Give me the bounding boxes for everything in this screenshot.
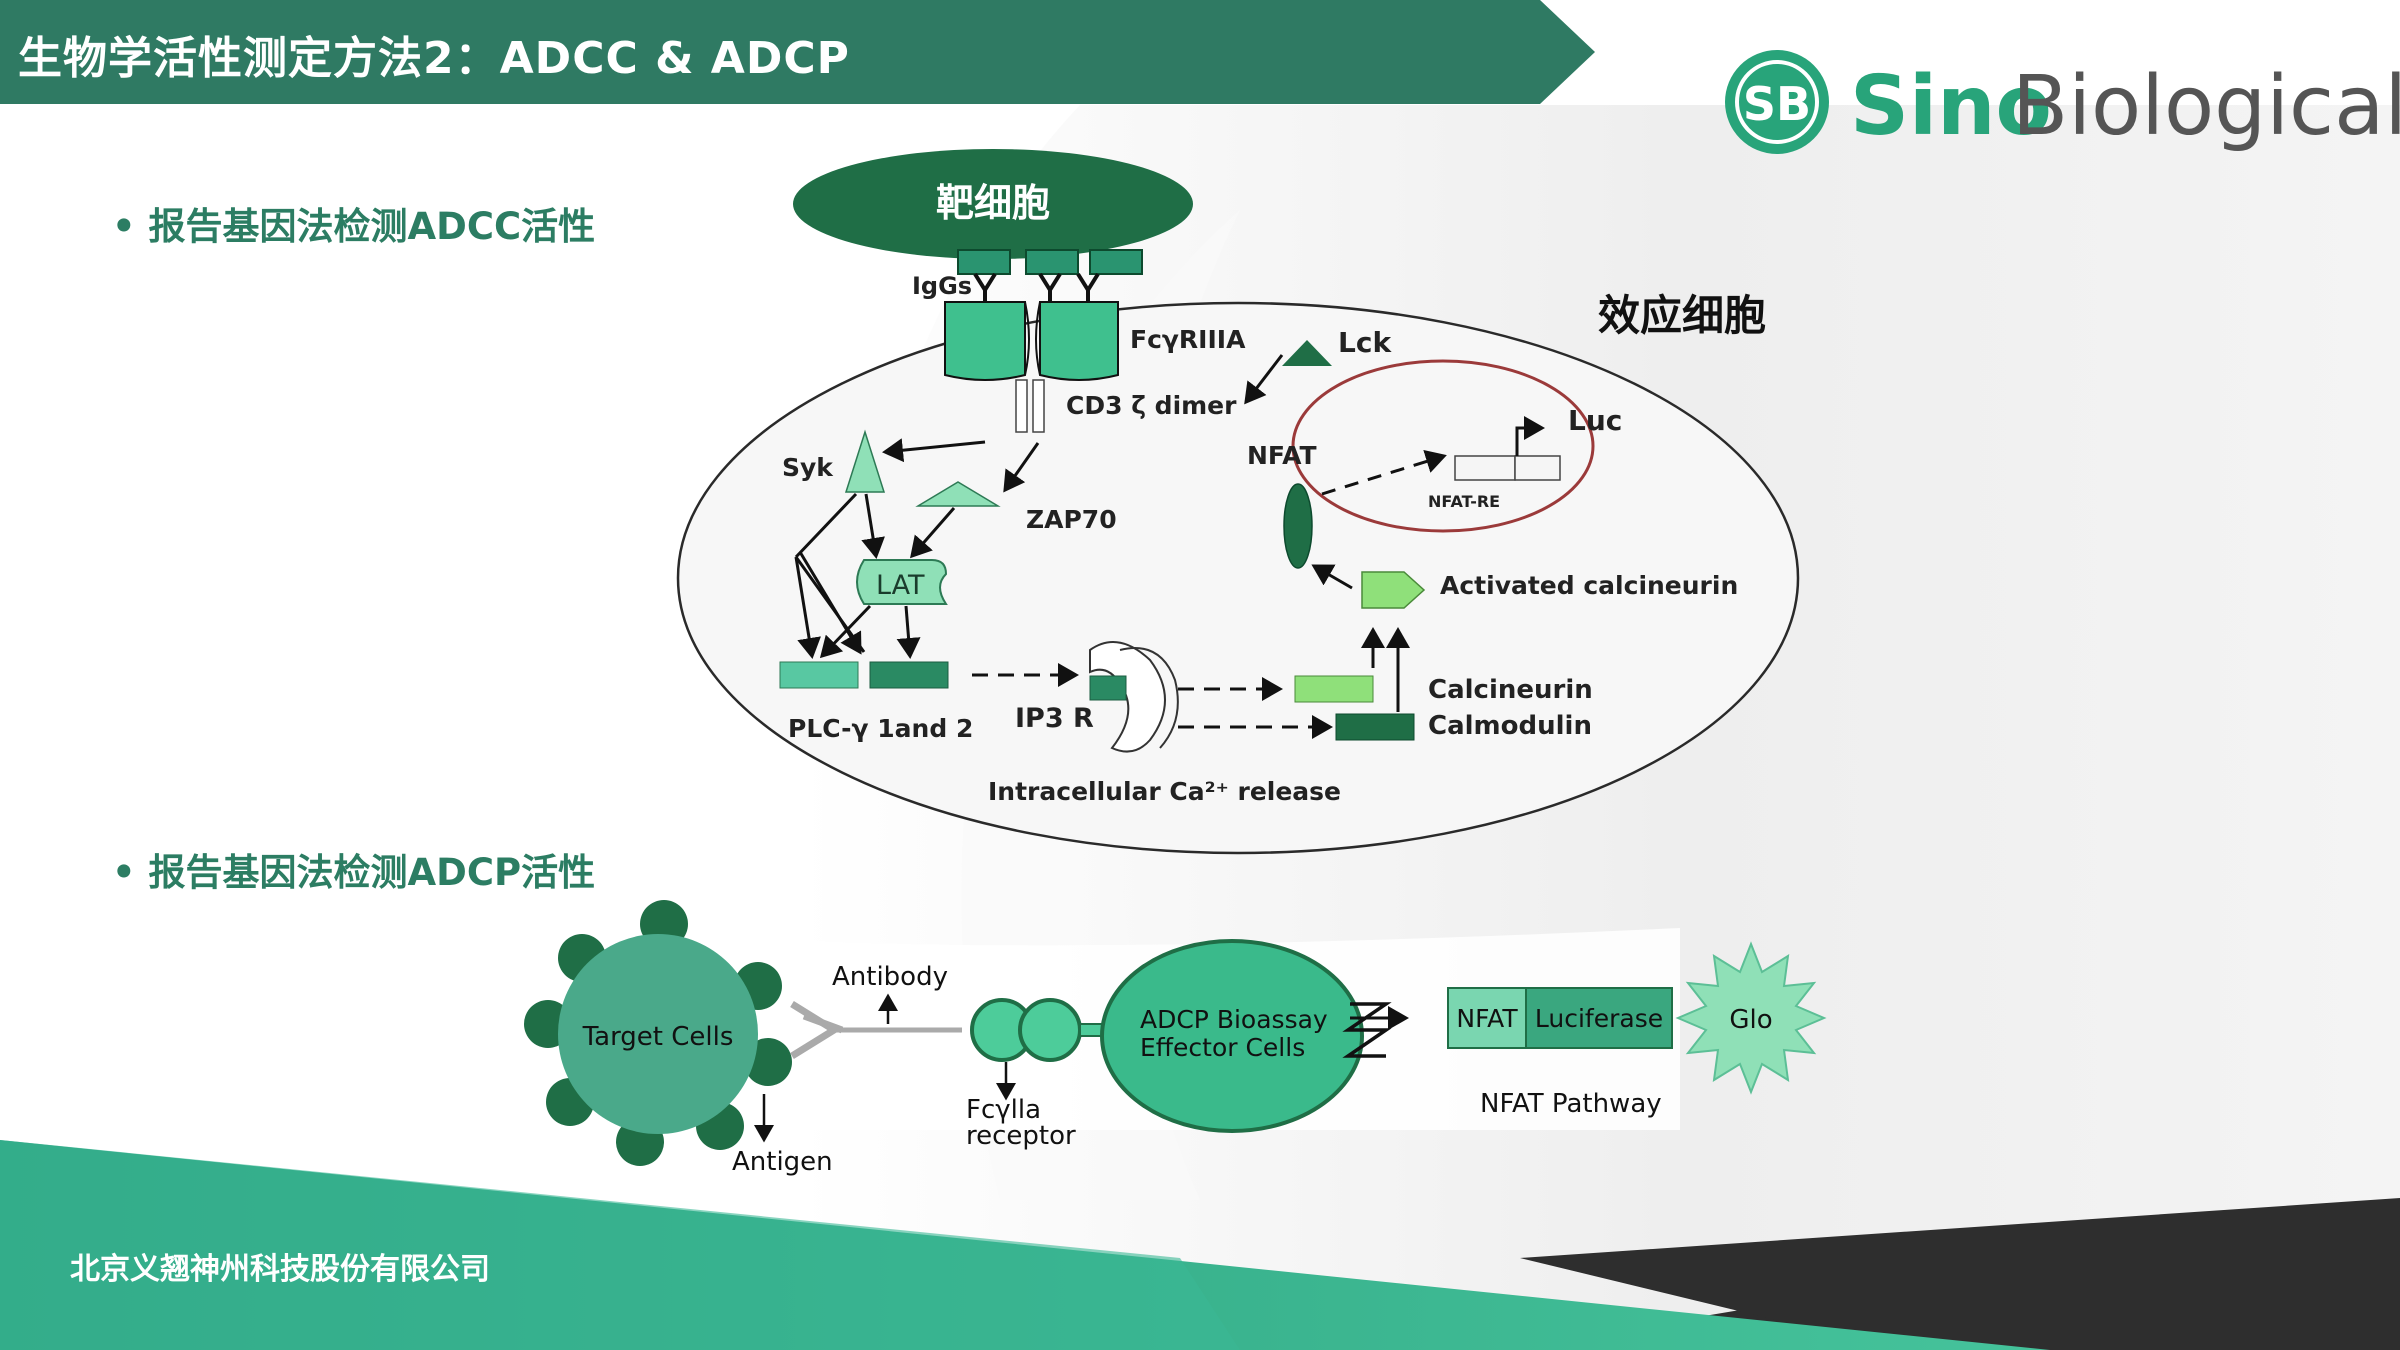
nucleus bbox=[1291, 359, 1595, 533]
syk-label: Syk bbox=[782, 453, 834, 482]
nfat-re-label: NFAT-RE bbox=[1428, 492, 1500, 511]
effector-cell-label: 效应细胞 bbox=[1598, 291, 1766, 340]
logo-mark: SB bbox=[1743, 77, 1811, 131]
nfat-icon bbox=[1283, 483, 1313, 569]
target-cells-body bbox=[558, 934, 758, 1134]
transcription-arrow-icon bbox=[1515, 416, 1545, 456]
target-cells: Target Cells bbox=[524, 900, 792, 1166]
effector-label-line2: Effector Cells bbox=[1140, 1033, 1305, 1062]
calcineurin-box bbox=[1294, 675, 1374, 703]
zap70-icon bbox=[915, 481, 1001, 507]
slide-title: 生物学活性测定方法2：ADCC & ADCP bbox=[18, 33, 850, 84]
logo-circle-icon bbox=[1725, 50, 1829, 154]
plc-label: PLC-γ 1and 2 bbox=[788, 714, 973, 743]
fc-receptor-left bbox=[944, 301, 1026, 381]
luciferase-box bbox=[1525, 987, 1673, 1049]
nfat-label: NFAT bbox=[1247, 441, 1317, 470]
footer-teal-light bbox=[0, 1140, 1240, 1350]
nfat-re-box bbox=[1454, 455, 1516, 481]
antigen-box bbox=[957, 249, 1011, 275]
lat-label: LAT bbox=[876, 570, 925, 601]
calcineurin-label: Calcineurin bbox=[1428, 675, 1593, 705]
glo-label: Glo bbox=[1729, 1005, 1772, 1035]
header-banner bbox=[0, 0, 1595, 104]
target-cell bbox=[793, 149, 1193, 259]
bullet-adcp: • 报告基因法检测ADCP活性 bbox=[112, 851, 596, 894]
sino-biological-logo: SB Sino Biological bbox=[1725, 50, 2400, 154]
calmodulin-box bbox=[1335, 713, 1415, 741]
effector-label-line1: ADCP Bioassay bbox=[1140, 1005, 1328, 1034]
receptor-label-line2: receptor bbox=[966, 1121, 1076, 1151]
receptor-label-line1: Fcγlla bbox=[966, 1095, 1041, 1125]
signal-zigzag-icon bbox=[1342, 1002, 1392, 1058]
antigen-box bbox=[1025, 249, 1079, 275]
zap70-label: ZAP70 bbox=[1026, 505, 1117, 534]
syk-icon bbox=[844, 429, 886, 493]
target-cell-label: 靶细胞 bbox=[936, 181, 1050, 225]
receptor-label: FcγRIIIA bbox=[1130, 325, 1246, 354]
adcp-nfat-label: NFAT bbox=[1456, 1004, 1518, 1033]
lck-icon bbox=[1282, 340, 1332, 366]
footer-dark-band-2 bbox=[1520, 1198, 2400, 1350]
ip3r-box bbox=[1089, 675, 1127, 701]
adcp-effector-cells bbox=[1100, 939, 1364, 1133]
adcp-diagram: Target Cells Antigen Antibody Fcγlla rec… bbox=[524, 900, 1827, 1177]
nfat-pathway-label: NFAT Pathway bbox=[1480, 1089, 1662, 1119]
calmodulin-label: Calmodulin bbox=[1428, 711, 1592, 741]
antibody-label: Antibody bbox=[832, 962, 948, 992]
cd3-label: CD3 ζ dimer bbox=[1066, 391, 1237, 420]
luc-label: Luc bbox=[1568, 404, 1622, 437]
activated-calcineurin-icon bbox=[1361, 571, 1426, 609]
fc-receptor-right bbox=[1039, 301, 1119, 381]
ip3r-label: IP3 R bbox=[1015, 703, 1094, 734]
logo-sino: Sino bbox=[1850, 59, 2052, 154]
lat-icon bbox=[856, 559, 948, 605]
logo-biological: Biological bbox=[2012, 59, 2400, 154]
adcp-nfat-box bbox=[1447, 987, 1527, 1049]
adcc-diagram: 靶细胞 IgGs FcγRIIIA CD3 ζ dimer Lck Syk ZA… bbox=[676, 149, 1800, 855]
plc-box-dark bbox=[869, 661, 949, 689]
footer-company: 北京义翘神州科技股份有限公司 bbox=[70, 1252, 490, 1287]
antigen-label: Antigen bbox=[732, 1147, 833, 1177]
antigen-box bbox=[1089, 249, 1143, 275]
intracellular-release-label: Intracellular Ca²⁺ release bbox=[988, 777, 1341, 806]
luc-box bbox=[1514, 455, 1561, 481]
cd3-dimer bbox=[1015, 379, 1028, 433]
glo-starburst-icon bbox=[1675, 941, 1827, 1095]
activated-calcineurin-label: Activated calcineurin bbox=[1440, 571, 1738, 600]
iggs-label: IgGs bbox=[912, 272, 972, 300]
target-cells-label: Target Cells bbox=[582, 1022, 734, 1052]
bullet-adcc: • 报告基因法检测ADCC活性 bbox=[112, 205, 596, 248]
lck-label: Lck bbox=[1338, 326, 1392, 359]
plc-box-light bbox=[779, 661, 859, 689]
luciferase-label: Luciferase bbox=[1535, 1004, 1663, 1033]
